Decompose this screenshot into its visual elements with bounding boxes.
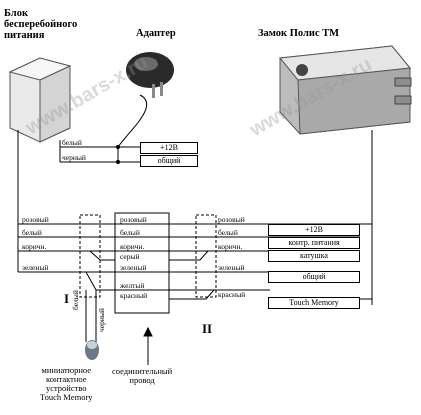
lock-terminal: Touch Memory xyxy=(268,297,360,309)
lock-title: Замок Полис ТМ xyxy=(258,28,340,39)
cable-wire-label: серый xyxy=(120,252,140,261)
touch-memory-caption: миниатюрное контактное устройство Touch … xyxy=(40,365,93,402)
ups-title: Блок бесперебойного питания xyxy=(4,8,78,41)
ups-wire-label: белый xyxy=(22,228,42,237)
adapter-device xyxy=(126,52,174,98)
cable-wire-label: зеленый xyxy=(120,263,147,272)
cable-wire-label: белый xyxy=(120,228,140,237)
power-wire-label: белый xyxy=(62,138,82,147)
cable-wire-label: красный xyxy=(120,291,148,300)
cable-wire-label: желтый xyxy=(120,281,145,290)
lock-wire-label: зеленый xyxy=(218,263,245,272)
tm-wire-label: белый xyxy=(71,290,80,310)
lock-terminal: +12В xyxy=(268,224,360,236)
lock-terminal: контр. питания xyxy=(268,237,360,249)
cable-wire-label: розовый xyxy=(120,215,147,224)
lock-terminal: общий xyxy=(268,271,360,283)
adapter-title: Адаптер xyxy=(136,28,176,39)
connector-i-label: I xyxy=(64,291,70,306)
ups-wire-label: зеленый xyxy=(22,263,49,272)
touch-memory-device xyxy=(85,340,99,360)
ups-wire-label: розовый xyxy=(22,215,49,224)
lock-terminal: катушка xyxy=(268,250,360,262)
lock-device xyxy=(279,45,412,135)
connector-ii-label: II xyxy=(202,321,213,336)
power-terminal: +12В xyxy=(140,142,198,154)
ups-wire-label: коричн. xyxy=(22,242,47,251)
power-terminal: общий xyxy=(140,155,198,167)
cable-wire-label: коричн. xyxy=(120,242,145,251)
lock-wire-label: белый xyxy=(218,228,238,237)
lock-wire-label: розовый xyxy=(218,215,245,224)
power-wire-label: черный xyxy=(62,153,86,162)
ups-device xyxy=(8,57,72,143)
cable-caption: соединительный провод xyxy=(112,366,173,385)
lock-wire-label: красный xyxy=(218,290,246,299)
lock-wire-label: коричн. xyxy=(218,242,243,251)
tm-wire-label: черный xyxy=(97,308,106,332)
